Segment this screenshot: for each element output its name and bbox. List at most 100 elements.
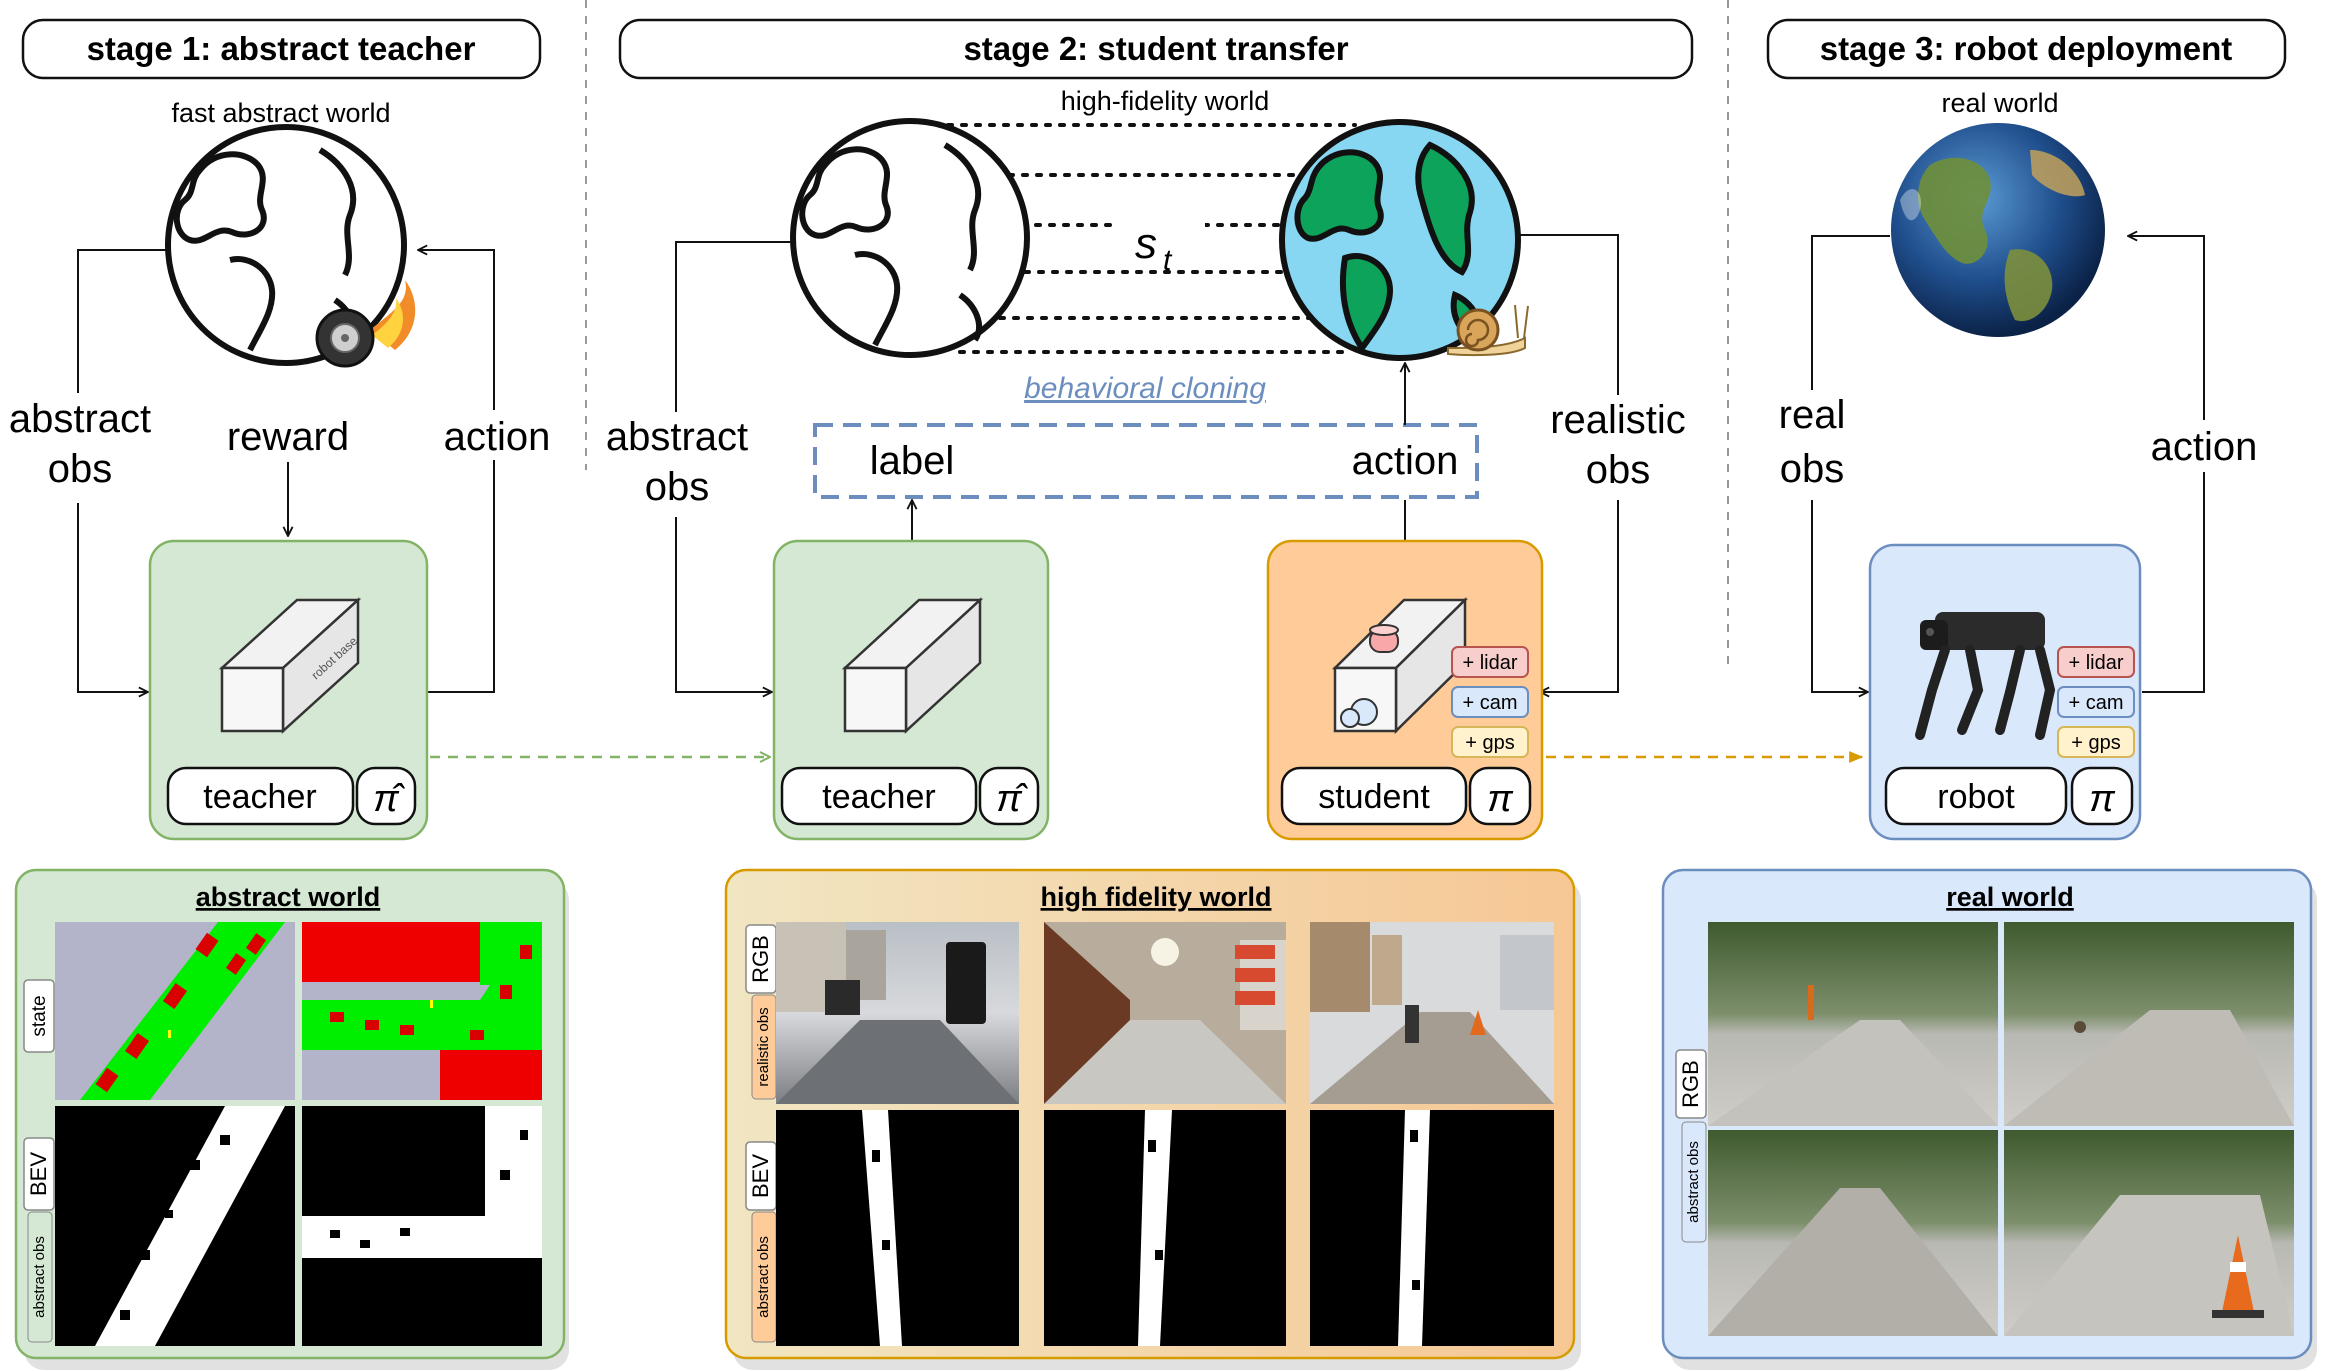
abstract-obs-tab-2-text: abstract obs — [755, 1236, 772, 1318]
realistic-obs-tab: realistic obs — [751, 994, 777, 1100]
teacher-label-box-1 — [166, 766, 355, 826]
robot-lidar-badge — [2057, 646, 2135, 678]
realistic-obs-tab-text: realistic obs — [755, 1007, 772, 1086]
sim-bev-image-2 — [1044, 1110, 1286, 1346]
robot-label: robot — [1937, 778, 2015, 816]
abstract-state-image-2 — [302, 922, 542, 1100]
state-correspondence-lines — [918, 123, 1357, 354]
pi-robot: π — [2089, 778, 2116, 820]
realistic-obs-label-b: obs — [1586, 448, 1651, 492]
abstract-world-panel-title: abstract world — [196, 882, 381, 912]
reward-label: reward — [227, 415, 349, 459]
stage-1-title: stage 1: abstract teacher — [87, 30, 476, 67]
teacher-label-1: teacher — [203, 778, 316, 816]
robot-cam-badge — [2057, 686, 2135, 718]
robot-gps-badge — [2057, 726, 2135, 758]
real-world-label: real world — [1941, 88, 2058, 118]
abstract-bev-image-2 — [302, 1106, 542, 1346]
abstract-obs-tab-2: abstract obs — [751, 1211, 777, 1343]
abstract-obs-tab-3-text: abstract obs — [1685, 1141, 1702, 1223]
pi-box-robot — [2070, 766, 2134, 826]
realistic-obs-label-a: realistic — [1550, 398, 1686, 442]
abstract-obs-label-1b: obs — [48, 447, 113, 491]
student-label: student — [1318, 778, 1430, 816]
bc-label-text: label — [870, 439, 955, 483]
pi-box-student — [1468, 766, 1532, 826]
student-cam-badge — [1451, 686, 1529, 718]
robot-cam-text: + cam — [2068, 692, 2123, 714]
robot-lidar-text: + lidar — [2068, 652, 2123, 674]
pi-student: π — [1487, 778, 1514, 820]
robot-base-cube-icon-2 — [841, 597, 984, 734]
abstract-obs-tab-1: abstract obs — [27, 1211, 53, 1343]
tire-with-flames-icon — [315, 280, 416, 368]
stage-3-title-box — [1766, 18, 2287, 80]
abstract-globe-icon — [165, 124, 407, 366]
state-subscript: t — [1163, 244, 1173, 277]
abstract-obs-label-2b: obs — [645, 465, 710, 509]
behavioral-cloning-label: behavioral cloning — [1024, 372, 1266, 405]
abstract-obs-label-2a: abstract — [606, 415, 748, 459]
sensor-robot-cube-icon — [1331, 597, 1469, 734]
high-fidelity-panel-title: high fidelity world — [1041, 882, 1272, 912]
pi-hat-box-1 — [355, 766, 417, 826]
abstract-obs-tab-3: abstract obs — [1681, 1121, 1707, 1243]
sim-rgb-image-3 — [1310, 922, 1554, 1104]
bc-action-text: action — [1352, 439, 1459, 483]
robot-label-box — [1884, 766, 2068, 826]
earth-globe-icon — [1891, 123, 2105, 337]
colored-globe-icon — [1279, 119, 1521, 361]
state-tab: state — [23, 979, 55, 1053]
abstract-bev-image-1 — [55, 1106, 295, 1346]
bev-tab-2: BEV — [745, 1141, 777, 1211]
action-edge-1 — [418, 250, 495, 693]
rgb-tab-2-text: RGB — [748, 935, 773, 983]
student-gps-text: + gps — [1465, 732, 1514, 754]
sim-rgb-image-2 — [1044, 922, 1286, 1104]
bev-tab-1-text: BEV — [26, 1152, 51, 1196]
stage-1-title-box — [21, 18, 542, 80]
stage-2-title-box — [618, 18, 1694, 80]
teacher-label-2: teacher — [822, 778, 935, 816]
state-symbol: s — [1135, 219, 1157, 268]
abstract-state-image-1 — [55, 922, 295, 1100]
student-gps-badge — [1451, 726, 1529, 758]
real-obs-label-a: real — [1779, 393, 1846, 437]
stage-2-title: stage 2: student transfer — [963, 30, 1348, 67]
action-label-1: action — [444, 415, 551, 459]
student-lidar-badge — [1451, 646, 1529, 678]
real-rgb-image-2 — [2004, 922, 2294, 1126]
sim-bev-image-3 — [1310, 1110, 1554, 1346]
rgb-tab-3: RGB — [1675, 1049, 1707, 1119]
sim-rgb-image-1 — [776, 922, 1019, 1104]
robot-base-cube-icon: robot base — [218, 597, 362, 734]
teacher-label-box-2 — [780, 766, 978, 826]
pi-hat-box-2 — [978, 766, 1040, 826]
student-cam-text: + cam — [1462, 692, 1517, 714]
fast-abstract-world-label: fast abstract world — [171, 98, 390, 128]
real-rgb-image-1 — [1708, 922, 1998, 1126]
robot-gps-text: + gps — [2071, 732, 2120, 754]
snail-icon — [1447, 304, 1529, 357]
rgb-tab-3-text: RGB — [1678, 1060, 1703, 1108]
abstract-obs-label-1a: abstract — [9, 397, 151, 441]
rgb-tab-2: RGB — [745, 924, 777, 994]
stage-3-title: stage 3: robot deployment — [1820, 30, 2233, 67]
real-rgb-image-4 — [2004, 1130, 2294, 1336]
high-fidelity-world-label: high-fidelity world — [1061, 86, 1270, 116]
abstract-globe-icon-2 — [790, 118, 1030, 358]
bev-tab-1: BEV — [23, 1137, 55, 1211]
quadruped-robot-icon — [1915, 612, 2056, 740]
real-obs-label-b: obs — [1780, 447, 1845, 491]
student-label-box — [1280, 766, 1468, 826]
bev-tab-2-text: BEV — [748, 1154, 773, 1198]
state-tab-text: state — [29, 995, 50, 1036]
action-label-3: action — [2151, 425, 2258, 469]
behavioral-cloning-box — [813, 423, 1479, 499]
abstract-obs-tab-1-text: abstract obs — [31, 1236, 48, 1318]
sim-bev-image-1 — [776, 1110, 1019, 1346]
student-lidar-text: + lidar — [1462, 652, 1517, 674]
real-rgb-image-3 — [1708, 1130, 1998, 1336]
real-world-panel-title: real world — [1946, 882, 2074, 912]
